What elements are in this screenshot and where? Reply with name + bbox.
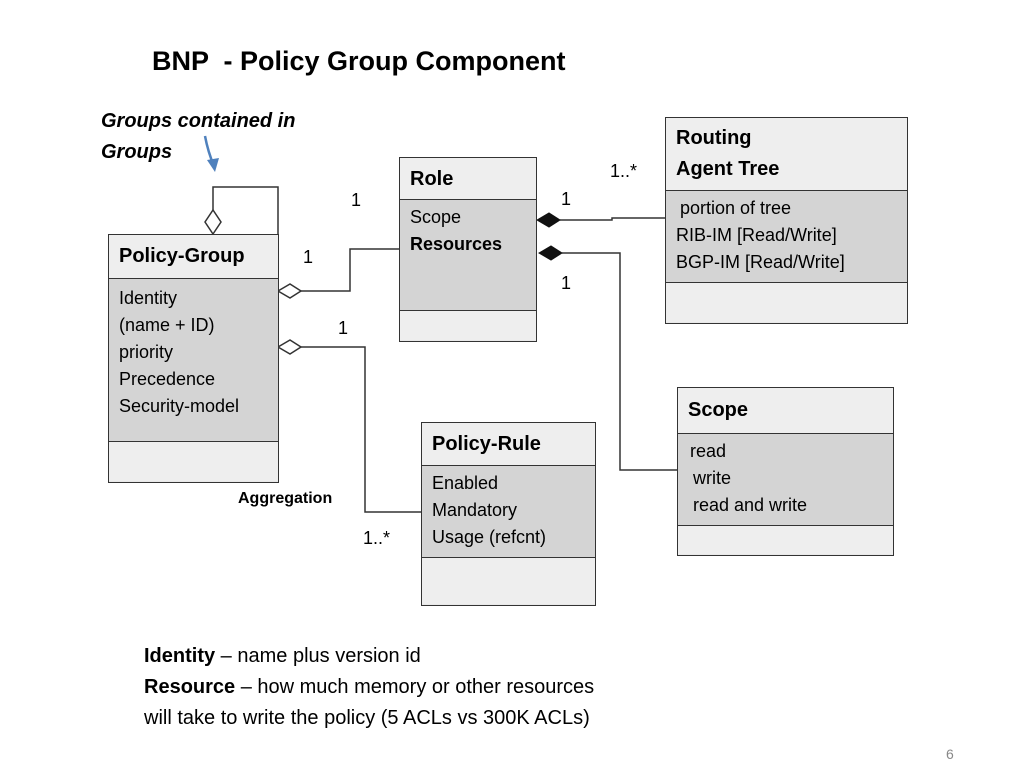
- class-policy-rule-attributes: Enabled Mandatory Usage (refcnt): [422, 466, 595, 558]
- class-routing-agent-tree: Routing Agent Tree portion of tree RIB-I…: [665, 117, 908, 324]
- class-scope-header: Scope: [678, 388, 893, 434]
- class-policy-rule-header: Policy-Rule: [422, 423, 595, 466]
- class-scope-operations: [678, 526, 893, 554]
- group-rule-diamond: [276, 339, 303, 355]
- attribute: write: [693, 468, 732, 488]
- annotation-arrowhead-icon: [207, 158, 219, 172]
- self-aggregation-annotation: Groups contained in Groups: [101, 106, 331, 168]
- class-routing-agent-tree-operations: [666, 283, 907, 322]
- group-role-diamond: [276, 283, 303, 299]
- multiplicity-group-rule-side: 1: [338, 318, 349, 338]
- role-scope-line: [562, 252, 677, 471]
- annotation-line-1: Groups contained in: [101, 110, 296, 132]
- note-text: – name plus version id: [215, 645, 421, 667]
- role-scope-diamond: [538, 245, 563, 261]
- definitions-notes: Identity – name plus version id Resource…: [144, 641, 594, 734]
- class-role: Role Scope Resources: [399, 157, 537, 342]
- multiplicity-rule-side: 1..*: [363, 528, 391, 548]
- note-term: Identity: [144, 645, 216, 667]
- class-policy-group-attributes: Identity (name + ID) priority Precedence…: [109, 279, 278, 442]
- attribute: read: [690, 441, 727, 461]
- note-line-1: Identity – name plus version id: [144, 641, 594, 672]
- note-text: will take to write the policy (5 ACLs vs…: [144, 707, 590, 729]
- page-number: 6: [946, 746, 954, 762]
- class-policy-rule-operations: [422, 558, 595, 604]
- aggregation-label: Aggregation: [238, 490, 333, 507]
- attribute: RIB-IM [Read/Write]: [676, 225, 837, 245]
- attribute: Enabled: [432, 473, 499, 493]
- class-policy-group-operations: [109, 442, 278, 481]
- note-line-3: will take to write the policy (5 ACLs vs…: [144, 703, 594, 734]
- class-name-line: Agent Tree: [676, 158, 780, 180]
- role-tree-line: [560, 217, 666, 221]
- class-policy-group: Policy-Group Identity (name + ID) priori…: [108, 234, 279, 483]
- class-scope-attributes: read write read and write: [678, 434, 893, 526]
- class-routing-agent-tree-header: Routing Agent Tree: [666, 118, 907, 191]
- class-role-operations: [400, 311, 536, 340]
- slide-title: BNP - Policy Group Component: [152, 46, 566, 76]
- note-text: – how much memory or other resources: [235, 676, 595, 698]
- group-rule-line: [301, 346, 421, 513]
- attribute: Security-model: [119, 396, 240, 416]
- attribute: (name + ID): [119, 315, 215, 335]
- note-term: Resource: [144, 676, 236, 698]
- multiplicity-group-role-side: 1: [303, 247, 314, 267]
- attribute: Mandatory: [432, 500, 518, 520]
- class-routing-agent-tree-attributes: portion of tree RIB-IM [Read/Write] BGP-…: [666, 191, 907, 283]
- multiplicity-role-group-side: 1: [351, 190, 362, 210]
- attribute: priority: [119, 342, 174, 362]
- attribute: Identity: [119, 288, 178, 308]
- attribute: Usage (refcnt): [432, 527, 547, 547]
- note-line-2: Resource – how much memory or other reso…: [144, 672, 594, 703]
- class-role-header: Role: [400, 158, 536, 200]
- attribute: Precedence: [119, 369, 216, 389]
- class-policy-group-header: Policy-Group: [109, 235, 278, 279]
- class-role-attributes: Scope Resources: [400, 200, 536, 311]
- class-scope: Scope read write read and write: [677, 387, 894, 556]
- attribute: Resources: [410, 234, 503, 254]
- group-role-line: [301, 248, 400, 292]
- attribute: read and write: [693, 495, 808, 515]
- annotation-line-2: Groups: [101, 141, 173, 163]
- class-name-line: Routing: [676, 127, 752, 149]
- self-aggregation-line: [212, 186, 279, 234]
- attribute: Scope: [410, 207, 462, 227]
- attribute: portion of tree: [680, 198, 792, 218]
- self-aggregation-diamond: [204, 208, 222, 236]
- attribute: BGP-IM [Read/Write]: [676, 252, 845, 272]
- multiplicity-role-tree-side: 1: [561, 189, 572, 209]
- class-policy-rule: Policy-Rule Enabled Mandatory Usage (ref…: [421, 422, 596, 606]
- multiplicity-tree-side: 1..*: [610, 161, 638, 181]
- role-tree-diamond: [536, 212, 561, 228]
- multiplicity-role-scope-side: 1: [561, 273, 572, 293]
